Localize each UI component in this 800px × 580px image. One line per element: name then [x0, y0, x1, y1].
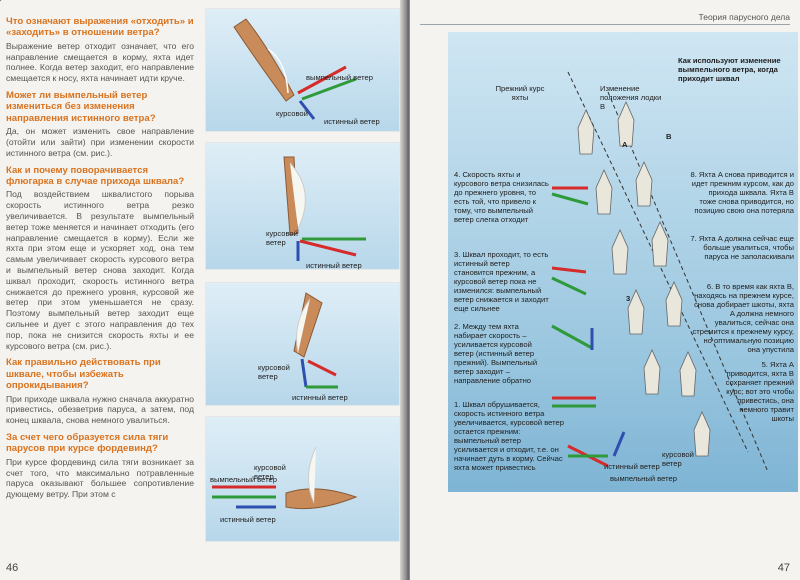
step-7: 7. Яхта A должна сейчас еще больше ували… [690, 234, 794, 261]
boat-label-b: B [666, 132, 672, 141]
figure-2-drawing [283, 156, 366, 261]
right-page: Теория парусного дела [410, 0, 800, 580]
label-course-wind: курсовой ветер [662, 450, 694, 468]
step-3: 3. Шквал проходит, то есть истинный вете… [454, 250, 549, 313]
course-wind-arrow [300, 358, 308, 388]
label-true-wind: истинный ветер [604, 462, 660, 471]
diagram-number-3: 3 [626, 294, 631, 303]
boats-a [577, 109, 661, 395]
label-apparent-wind: вымпельный ветер [306, 73, 373, 82]
answer-4: При приходе шквала нужно сначала аккурат… [6, 393, 194, 426]
label-course-wind: курсовой ветер [254, 463, 286, 481]
figure-4-drawing [212, 446, 358, 510]
apparent-wind-arrow [299, 239, 357, 257]
answer-5: При курсе фордевинд сила тяги возникает … [6, 456, 194, 500]
page-number-left: 46 [6, 562, 19, 574]
sail [308, 446, 317, 504]
squall-diagram [551, 71, 769, 473]
question-4: Как правильно действовать при шквале, чт… [6, 357, 161, 392]
question-1: Что означают выражения «отходить» и «зах… [6, 16, 194, 39]
answer-2: Да, он может изменить свое направление (… [6, 126, 194, 158]
course-wind-arrow [298, 100, 316, 120]
question-3: Как и почему поворачивается флюгарка в с… [6, 164, 185, 188]
answer-3: Под воздействием шквалистого порыва скор… [6, 189, 194, 351]
label-true-wind: истинный ветер [324, 117, 380, 126]
sail [267, 48, 289, 94]
sail [289, 162, 306, 230]
label-course-wind: курсовой [276, 109, 308, 118]
label-true-wind: истинный ветер [220, 515, 276, 524]
boat-label-a: A [622, 140, 628, 149]
question-2: Может ли вымпельный ветер измениться без… [6, 90, 156, 124]
step-5: 5. Яхта A приводится, яхта B сохраняет п… [725, 360, 794, 423]
page-number-right: 47 [777, 562, 790, 574]
left-page: Что означают выражения «отходить» и «зах… [0, 0, 407, 580]
label-course-wind: курсовой ветер [266, 229, 298, 247]
figure-3-drawing [293, 292, 338, 389]
step-1: 1. Шквал обрушивается, скорость истинног… [454, 400, 564, 472]
qa-column: Что означают выражения «отходить» и «зах… [6, 10, 194, 500]
boats-b [617, 101, 711, 457]
apparent-wind-arrow [307, 359, 337, 377]
figure-vane-gust: курсовой ветер истинный ветер [205, 142, 400, 270]
sail [296, 298, 311, 354]
figure-wind-shift: вымпельный ветер курсовой истинный ветер [205, 8, 400, 132]
yacht-hull [285, 488, 358, 510]
true-wind-arrow [301, 77, 357, 101]
yacht-hull [233, 18, 295, 102]
label-apparent-wind: вымпельный ветер [210, 475, 277, 484]
diagram-title: Как используют изменение вымпельного вет… [678, 56, 781, 83]
step-6: 6. В то время как яхта B, находясь на пр… [692, 282, 795, 354]
step-2: 2. Между тем яхта набирает скорость – ус… [454, 322, 538, 385]
figure-downwind: вымпельный ветер курсовой ветер истинный… [205, 416, 400, 542]
label-true-wind: истинный ветер [306, 261, 362, 270]
position-change-label: Изменение положения лодки B [600, 84, 662, 111]
previous-course-label: Прежний курс яхты [495, 84, 545, 102]
step-8: 8. Яхта A снова приводится и идет прежни… [690, 170, 794, 215]
label-course-wind: курсовой ветер [258, 363, 290, 381]
label-true-wind: истинный ветер [292, 393, 348, 402]
question-5: За счет чего образуется сила тяги парусо… [6, 431, 169, 455]
label-apparent-wind: вымпельный ветер [610, 474, 677, 483]
answer-1: Выражение ветер отходит означает, что ег… [6, 40, 194, 84]
apparent-wind-arrow [297, 65, 347, 95]
boat-b-course-line [607, 91, 769, 473]
figure-gust-passes: курсовой ветер истинный ветер [205, 282, 400, 406]
wind-vectors [551, 186, 626, 468]
step-4: 4. Скорость яхты и курсового ветра снизи… [454, 170, 549, 224]
figure-1-drawing [233, 18, 357, 120]
running-header: Теория парусного дела [420, 12, 790, 25]
